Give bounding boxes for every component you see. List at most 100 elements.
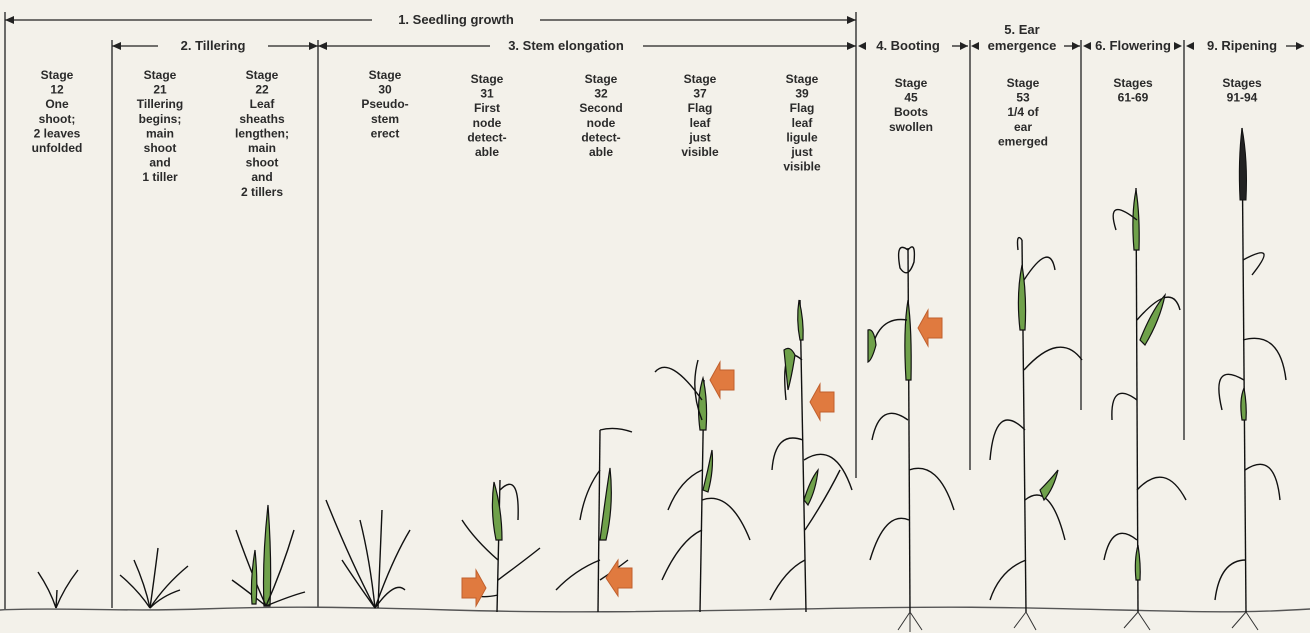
stage-label-line: Stage [585, 72, 618, 86]
stage-label-line: and [251, 170, 272, 184]
leaf [1024, 257, 1055, 280]
stage-label-line: detect- [467, 130, 506, 144]
flag-leaf [699, 378, 707, 430]
stage-label-line: stem [371, 112, 399, 126]
leaf [870, 518, 909, 560]
plant-stage-22 [232, 505, 305, 606]
tillering-arrowhead-right [309, 42, 318, 50]
phase-label-flowering: 6. Flowering [1095, 38, 1171, 53]
stage-label-line: emerged [998, 134, 1048, 148]
plant-stage-37 [655, 360, 750, 612]
phase-labels: 1. Seedling growth 2. Tillering 3. Stem … [181, 12, 1277, 53]
leaf [375, 587, 405, 608]
stem-elongation-arrowhead-right [847, 42, 856, 50]
flowering-arrowhead-right [1174, 42, 1182, 50]
leaf [1219, 374, 1244, 410]
phase-label-tillering: 2. Tillering [181, 38, 246, 53]
phase-label-ear-line1: 5. Ear [1004, 22, 1039, 37]
flowering-arrowhead-left [1083, 42, 1091, 50]
plant-stage-45 [868, 247, 954, 632]
stage-label-line: 2 tillers [241, 185, 283, 199]
leaf [462, 520, 498, 560]
stage-label-line: main [146, 126, 174, 140]
stage-label-line: Stage [246, 68, 279, 82]
roots [1014, 612, 1036, 630]
leaf [1215, 560, 1246, 600]
leaf-tip [600, 428, 632, 432]
leaf [1104, 533, 1137, 560]
roots [898, 612, 922, 632]
stage-label-line: Stage [41, 68, 74, 82]
stage-label-line: 22 [255, 83, 269, 97]
stage-label-line: Stage [895, 76, 928, 90]
stage-label-line: visible [681, 145, 719, 159]
leaf [150, 590, 180, 608]
leaf-right [56, 570, 78, 608]
leaf [150, 566, 188, 608]
leaf-curl [500, 484, 518, 520]
plant-stage-31 [462, 480, 540, 612]
plant-stage-61-69 [1104, 188, 1186, 630]
stage-label-line: Flag [790, 101, 815, 115]
leaf [556, 560, 600, 590]
ligule-arrow [810, 384, 834, 420]
stage-label-line: sheaths [239, 112, 285, 126]
phase-label-ear-line2: emergence [988, 38, 1057, 53]
leaf-green [1040, 470, 1058, 500]
leaf-green [804, 470, 818, 505]
ear [1239, 128, 1246, 200]
stem [800, 300, 806, 612]
boot-swollen [905, 300, 911, 380]
stage-label-line: node [473, 116, 502, 130]
plant-stage-91-94 [1215, 128, 1286, 630]
leaf-left [38, 572, 56, 608]
tillering-arrowhead-left [112, 42, 121, 50]
stage-label-21: Stage21Tilleringbegins;mainshootand1 til… [137, 68, 183, 184]
leaf [1025, 495, 1065, 540]
leaf-green [1140, 295, 1165, 345]
stem [598, 430, 600, 612]
stage-label-45: Stage45Bootsswollen [889, 76, 933, 134]
booting-arrowhead-left [858, 42, 866, 50]
stage-label-line: Stages [1113, 76, 1153, 90]
leaf [580, 470, 600, 520]
stage-label-line: 1/4 of [1007, 105, 1039, 119]
plant-stage-12 [38, 570, 78, 608]
seedling-arrowhead-right [847, 16, 856, 24]
flag-leaf-arrow [710, 362, 734, 398]
stage-label-line: Second [579, 101, 622, 115]
leaf [990, 560, 1026, 600]
leaf [1245, 464, 1280, 500]
leaf-green [492, 482, 502, 540]
stage-label-line: 37 [693, 87, 707, 101]
node-arrow [606, 560, 632, 596]
node-arrow [462, 570, 486, 606]
leaf-green [703, 450, 713, 492]
leaf-green [600, 468, 611, 540]
stage-label-line: leaf [690, 116, 712, 130]
leaf [134, 560, 150, 608]
stage-label-line: Stage [684, 72, 717, 86]
stage-label-39: Stage39Flagleafligulejustvisible [783, 72, 821, 174]
stage-label-line: shoot [144, 141, 177, 155]
plant-stage-30 [326, 500, 410, 608]
flag-leaf [798, 300, 803, 340]
ear-arrowhead-left [971, 42, 979, 50]
sheath [264, 505, 271, 606]
stage-label-line: swollen [889, 120, 933, 134]
stage-label-line: leaf [792, 116, 814, 130]
stage-label-line: Stage [144, 68, 177, 82]
ripening-arrowhead-left [1186, 42, 1194, 50]
stage-label-line: One [45, 97, 69, 111]
leaf [770, 560, 805, 600]
leaf [872, 413, 908, 440]
leaf [772, 438, 803, 470]
leaf [1243, 253, 1264, 275]
phase-label-ripening: 9. Ripening [1207, 38, 1277, 53]
ground-line [0, 607, 1310, 612]
leaf [702, 498, 750, 540]
ear-tip [1018, 238, 1023, 250]
